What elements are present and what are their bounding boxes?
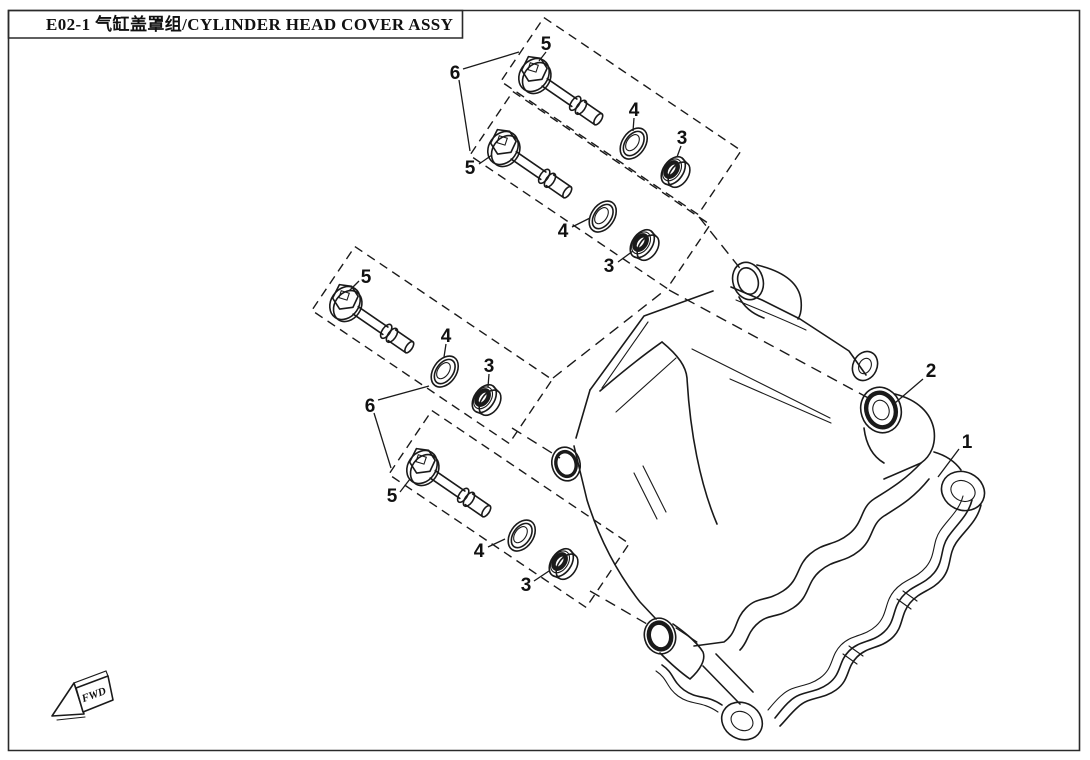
fastener-box-1 [500,16,742,216]
callout-washer-3: 4 [441,326,452,347]
callout-leaders [349,52,959,581]
bottom-boss-ring [640,615,679,658]
callout-labels: 1 2 6 6 5 4 3 5 4 3 5 4 3 5 4 3 [361,34,973,596]
callout-bolt-set-top: 6 [450,63,461,84]
ear-tab [848,347,882,384]
head-cover-gasket [656,452,991,747]
callout-bolt-4: 5 [387,486,398,507]
cylinder-head-cover [548,258,934,704]
fastener-set-boxes [311,16,742,609]
title-box [9,11,463,39]
arrow-shaft [76,676,113,712]
callout-seal-2: 3 [604,256,615,277]
bolt-assembly-1 [512,52,697,194]
callout-seal-1: 3 [677,128,688,149]
callout-seal-3: 3 [484,356,495,377]
callout-bolt-2: 5 [465,158,476,179]
page-border [9,11,1080,751]
callout-seal-4: 3 [521,575,532,596]
callout-gasket: 1 [962,432,973,453]
page-title: E02-1 气缸盖罩组/CYLINDER HEAD COVER ASSY [46,14,453,34]
top-boss-ring [728,258,768,303]
assembly-centerlines [512,217,872,624]
gasket-bottom-tab [715,695,769,747]
left-boss-ring [548,444,584,484]
callout-washer-1: 4 [629,100,640,121]
fastener-box-3 [311,245,553,445]
callout-bolt-1: 5 [541,34,552,55]
fwd-direction-arrow: FWD [52,671,113,720]
grommet-boss [855,382,907,438]
callout-bolt-3: 5 [361,267,372,288]
fastener-box-4 [388,409,630,609]
bolt-assembly-2 [481,125,666,267]
title-block: E02-1 气缸盖罩组/CYLINDER HEAD COVER ASSY [9,11,463,39]
bolt-assemblies [323,52,697,586]
gasket-top-tab [935,464,991,517]
callout-washer-4: 4 [474,541,485,562]
callout-grommet: 2 [926,361,937,382]
callout-bolt-set-bottom: 6 [365,396,376,417]
callout-washer-2: 4 [558,221,569,242]
bolt-assembly-3 [323,280,508,422]
